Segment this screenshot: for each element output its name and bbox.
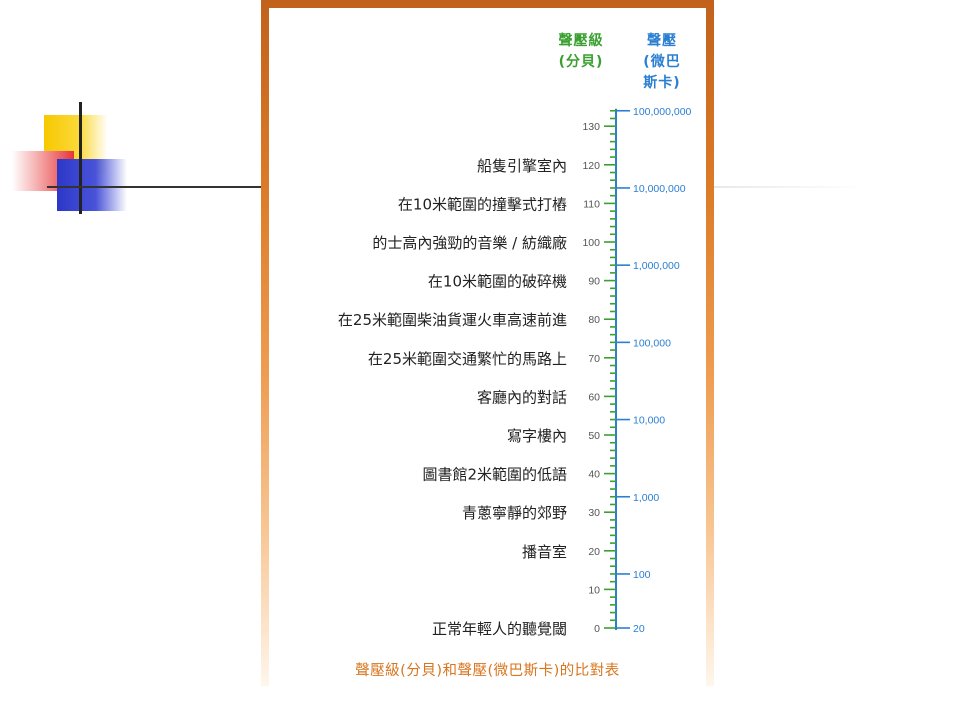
pa-tick-label: 10,000 — [633, 415, 665, 427]
db-tick-label: 130 — [582, 121, 600, 133]
pa-column-header: 聲壓 (微巴 斯卡) — [626, 31, 698, 94]
db-tick-label: 10 — [588, 584, 600, 596]
chart-panel-inner: 0 10 20 30 40 50 60 70 80 90 100 110 120 130 20 100 1,00… — [269, 8, 706, 686]
pa-tick-label: 100,000,000 — [633, 106, 692, 118]
pa-tick-label: 1,000,000 — [633, 260, 680, 272]
example-label: 在10米範圍的撞擊式打樁 — [398, 195, 567, 213]
db-tick-label: 30 — [588, 507, 600, 519]
pa-tick-label: 10,000,000 — [633, 183, 686, 195]
example-label: 客廳內的對話 — [477, 388, 567, 406]
db-column-header: 聲壓級 (分貝) — [541, 31, 621, 73]
example-label: 寫字樓內 — [507, 427, 567, 445]
deco-horizontal-line — [47, 186, 267, 188]
chart-caption: 聲壓級(分貝)和聲壓(微巴斯卡)的比對表 — [355, 663, 620, 679]
example-label: 在10米範圍的破碎機 — [428, 273, 567, 291]
example-label: 播音室 — [522, 543, 567, 561]
deco-blue-square — [57, 159, 127, 211]
db-tick-label: 80 — [588, 314, 600, 326]
pa-tick-label: 20 — [633, 623, 645, 635]
db-tick-label: 60 — [588, 391, 600, 403]
deco-vertical-line — [79, 102, 82, 214]
db-tick-label: 20 — [588, 546, 600, 558]
db-tick-label: 120 — [582, 160, 600, 172]
db-tick-label: 70 — [588, 353, 600, 365]
example-label: 船隻引擎室內 — [477, 157, 567, 175]
deco-horizontal-line-faded — [700, 186, 865, 188]
pa-tick-label: 100 — [633, 569, 651, 581]
example-label: 在25米範圍柴油貨運火車高速前進 — [338, 311, 567, 329]
db-tick-label: 100 — [582, 237, 600, 249]
pa-tick-label: 100,000 — [633, 337, 671, 349]
db-tick-label: 90 — [588, 276, 600, 288]
db-tick-label: 50 — [588, 430, 600, 442]
sound-scale-diagram: 0 10 20 30 40 50 60 70 80 90 100 110 120 130 20 100 1,00… — [338, 106, 692, 638]
db-tick-label: 40 — [588, 469, 600, 481]
pa-header-line3: 斯卡) — [643, 75, 681, 91]
example-label: 的士高內強勁的音樂 / 紡織廠 — [372, 234, 567, 252]
example-label: 在25米範圍交通繁忙的馬路上 — [368, 350, 567, 368]
pa-header-line1: 聲壓 — [647, 33, 677, 49]
pa-header-line2: (微巴 — [643, 54, 681, 70]
db-header-line2: (分貝) — [558, 54, 604, 70]
example-label: 圖書館2米範圍的低語 — [422, 466, 567, 484]
example-label: 青蔥寧靜的郊野 — [462, 504, 567, 522]
example-label: 正常年輕人的聽覺閾 — [432, 620, 567, 638]
db-tick-label: 0 — [594, 623, 600, 635]
db-tick-label: 110 — [583, 198, 600, 210]
chart-panel: 0 10 20 30 40 50 60 70 80 90 100 110 120 130 20 100 1,00… — [261, 0, 714, 686]
pa-tick-label: 1,000 — [633, 492, 659, 504]
db-header-line1: 聲壓級 — [558, 33, 604, 49]
